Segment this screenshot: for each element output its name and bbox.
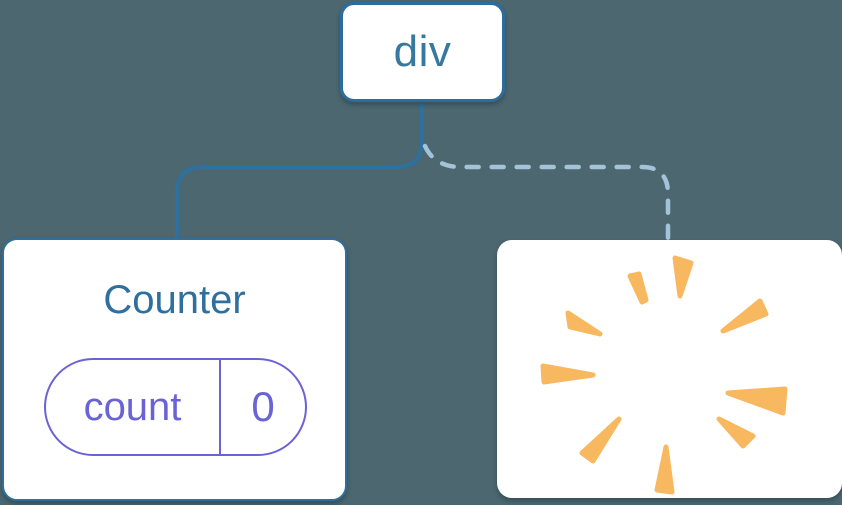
- tree-node-div: div: [340, 2, 505, 102]
- counter-node-title: Counter: [103, 278, 246, 322]
- state-value: 0: [251, 383, 275, 430]
- connector-dashed-line: [422, 143, 671, 243]
- burst-ray: [565, 310, 603, 337]
- burst-ray: [672, 255, 694, 299]
- burst-ray: [627, 271, 649, 305]
- burst-ray: [716, 416, 756, 449]
- burst-ray: [654, 444, 675, 495]
- tree-node-counter: Counter count 0: [2, 238, 347, 501]
- poof-burst-icon: [540, 255, 788, 495]
- root-node-label: div: [393, 27, 452, 76]
- burst-ray: [540, 363, 596, 385]
- state-key-label: count: [46, 360, 221, 454]
- state-pill: count 0: [44, 358, 307, 456]
- connector-solid-line: [175, 101, 424, 242]
- burst-ray: [725, 386, 788, 416]
- tree-node-removed: [497, 240, 842, 498]
- burst-ray: [579, 416, 622, 464]
- burst-ray: [720, 298, 769, 334]
